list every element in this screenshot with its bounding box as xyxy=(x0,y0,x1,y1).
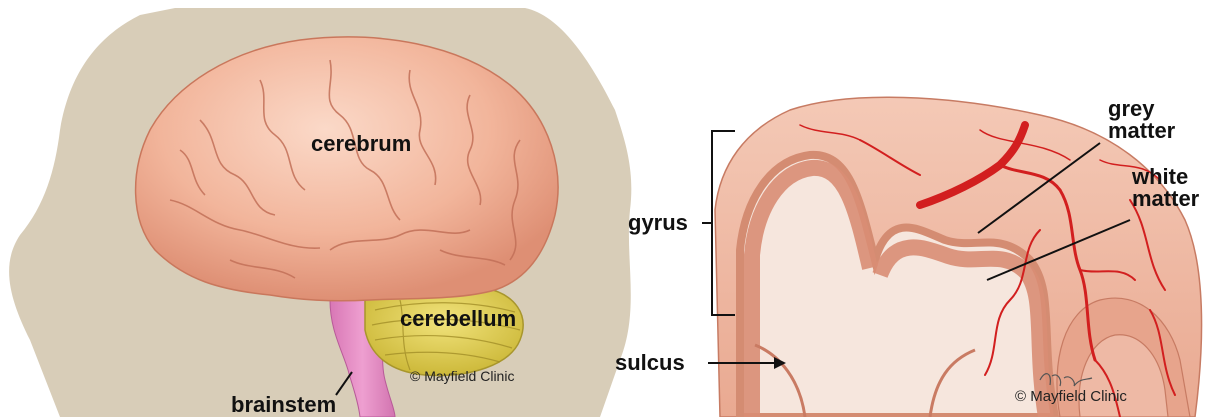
sulcus-label: sulcus xyxy=(615,352,685,374)
mayfield-credit-right: © Mayfield Clinic xyxy=(1015,388,1127,405)
white-matter-label-line2: matter xyxy=(1132,188,1199,210)
brainstem-label: brainstem xyxy=(231,394,336,416)
cerebellum-label: cerebellum xyxy=(400,308,516,330)
grey-matter-label: grey matter xyxy=(1108,98,1175,142)
mayfield-credit-left: © Mayfield Clinic xyxy=(410,368,514,384)
cerebrum-label: cerebrum xyxy=(311,133,411,155)
grey-matter-label-line1: grey xyxy=(1108,98,1175,120)
white-matter-label-line1: white xyxy=(1132,166,1199,188)
white-matter-label: white matter xyxy=(1132,166,1199,210)
gyrus-label: gyrus xyxy=(628,212,688,234)
grey-matter-label-line2: matter xyxy=(1108,120,1175,142)
